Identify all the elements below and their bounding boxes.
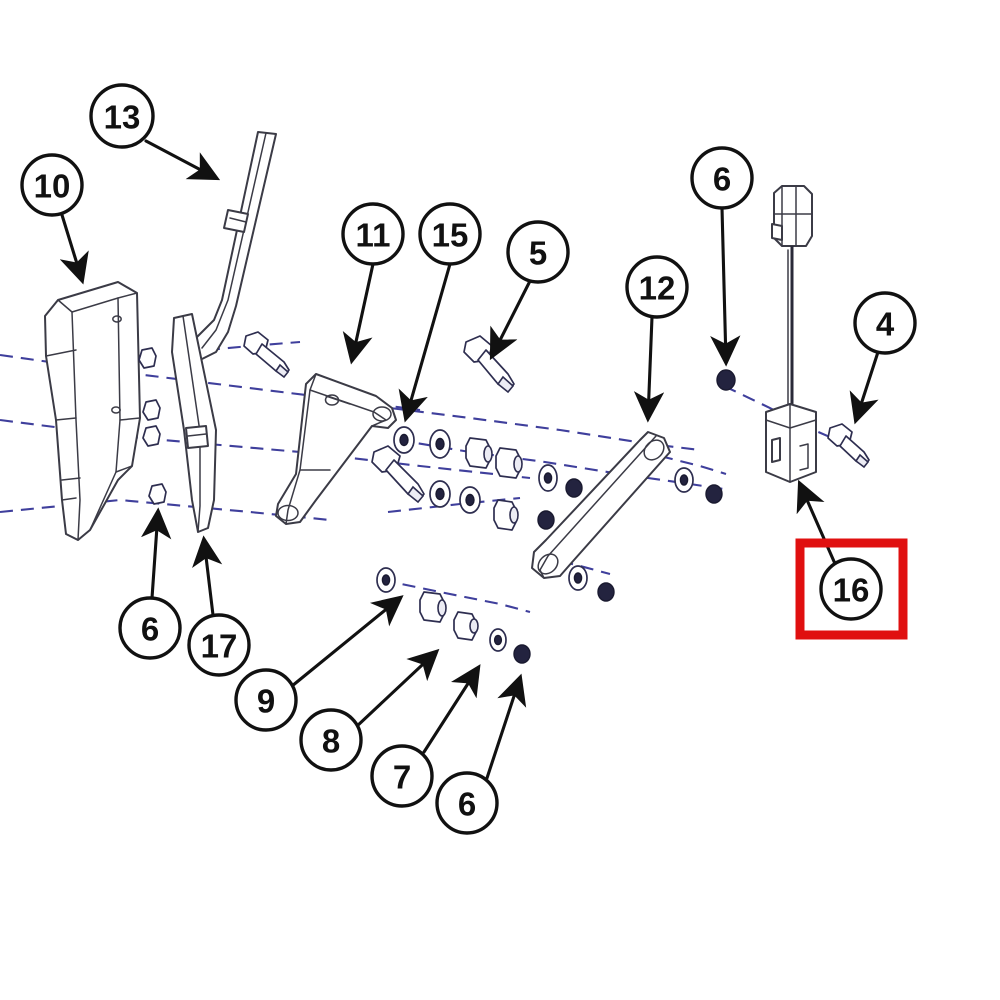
callout-circle	[341, 202, 405, 266]
callout-circle	[187, 613, 251, 677]
callout-bubbles: 13 10 11 15 5 12 6 4 16 6 17 9 8 7 6	[20, 83, 917, 835]
callout-4[interactable]: 4	[853, 291, 917, 355]
callout-6[interactable]: 6	[435, 771, 499, 835]
hex-bolt-upper-left	[243, 331, 290, 379]
callout-circle	[435, 771, 499, 835]
callout-circle	[20, 153, 84, 217]
callout-circle	[690, 146, 754, 210]
callout-circle	[370, 744, 434, 808]
callout-13[interactable]: 13	[89, 83, 155, 149]
callout-circle	[299, 708, 363, 772]
callout-label: 10	[34, 168, 71, 205]
callout-12[interactable]: 12	[625, 255, 689, 319]
callout-label: 13	[104, 99, 141, 136]
callout-11[interactable]: 11	[341, 202, 405, 266]
hex-bolt-4	[827, 423, 870, 469]
hardware-row-lower	[376, 567, 531, 664]
callout-circle	[418, 202, 482, 266]
hardware-row-middle	[429, 480, 555, 531]
callout-6[interactable]: 6	[118, 596, 182, 660]
callout-label: 6	[458, 786, 476, 823]
callout-8[interactable]: 8	[299, 708, 363, 772]
callout-label: 5	[529, 235, 547, 272]
callout-5[interactable]: 5	[506, 220, 570, 284]
callout-leader-lines	[59, 139, 880, 780]
callout-label: 7	[393, 759, 411, 796]
selection-highlight-box	[795, 538, 908, 640]
part-connecting-link	[531, 431, 671, 579]
callout-label: 15	[432, 217, 469, 254]
part-position-sensor	[765, 185, 817, 483]
callout-circle	[853, 291, 917, 355]
callout-circle	[89, 83, 155, 149]
hex-bolt-center	[371, 445, 425, 504]
callout-15[interactable]: 15	[418, 202, 482, 266]
callout-circle	[819, 557, 883, 621]
callout-circle	[625, 255, 689, 319]
callout-label: 6	[141, 611, 159, 648]
callout-6[interactable]: 6	[690, 146, 754, 210]
part-pivot-arm-bracket	[275, 373, 397, 525]
callout-label: 4	[876, 306, 895, 343]
hardware-link-right	[568, 467, 723, 602]
callout-label: 8	[322, 723, 340, 760]
callout-label: 9	[257, 683, 275, 720]
lock-nuts-left	[138, 347, 167, 505]
fastener-bolts	[243, 331, 870, 504]
callout-label: 6	[713, 161, 731, 198]
callout-label: 16	[833, 572, 870, 609]
callout-circle	[234, 668, 298, 732]
hex-bolt-5	[463, 335, 515, 394]
hardware-row-upper	[393, 426, 583, 498]
callout-7[interactable]: 7	[370, 744, 434, 808]
callout-label: 12	[639, 270, 676, 307]
callout-17[interactable]: 17	[187, 613, 251, 677]
callout-16[interactable]: 16	[819, 557, 883, 621]
fastener-hardware	[138, 347, 736, 664]
callout-9[interactable]: 9	[234, 668, 298, 732]
callout-circle	[506, 220, 570, 284]
part-lower-rod	[171, 313, 217, 533]
lock-nut-sensor	[716, 369, 736, 391]
callout-circle	[118, 596, 182, 660]
callout-10[interactable]: 10	[20, 153, 84, 217]
callout-label: 11	[356, 217, 391, 254]
part-mounting-bracket-panel	[44, 281, 141, 541]
callout-label: 17	[201, 628, 238, 665]
